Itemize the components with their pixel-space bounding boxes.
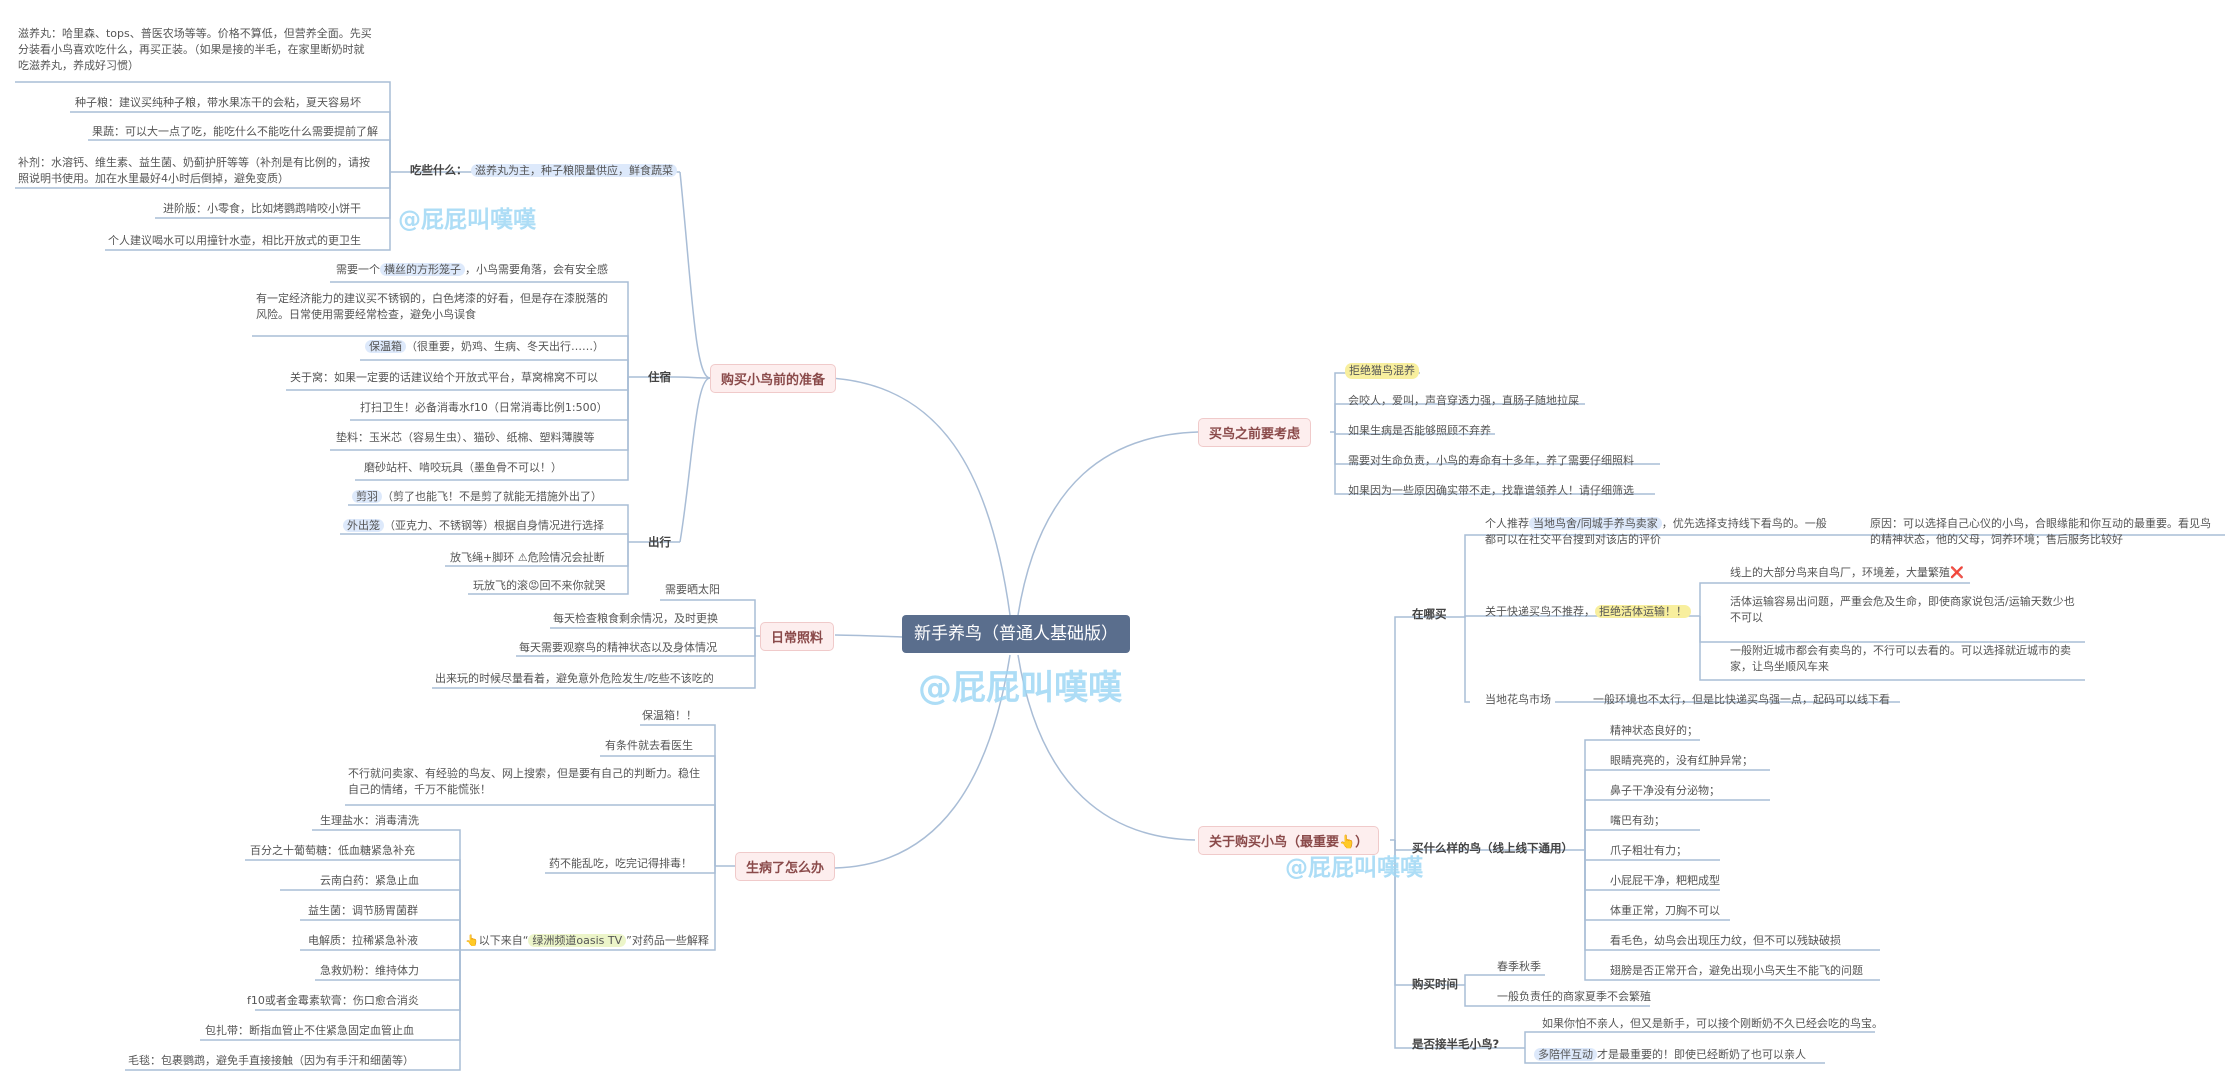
eat-item[interactable]: 种子粮：建议买纯种子粮，带水果冻干的会粘，夏天容易坏 [75, 96, 361, 109]
what-item[interactable]: 翅膀是否正常开合，避免出现小鸟天生不能飞的问题 [1610, 964, 1863, 977]
where-reason[interactable]: 原因：可以选择自己心仪的小鸟，合眼缘能和你互动的最重要。看见鸟的精神状态，他的父… [1870, 517, 2211, 546]
express-item[interactable]: 一般附近城市都会有卖鸟的，不行可以去看的。可以选择就近城市的卖家，让鸟坐顺风车来 [1730, 644, 2071, 673]
what-item[interactable]: 鼻子干净没有分泌物； [1610, 784, 1720, 797]
consider-item[interactable]: 需要对生命负责，小鸟的寿命有十多年，养了需要仔细照料 [1348, 454, 1634, 467]
what-item[interactable]: 体重正常，刀胸不可以 [1610, 904, 1720, 917]
half-label[interactable]: 是否接半毛小鸟? [1412, 1037, 1500, 1051]
when-item[interactable]: 春季秋季 [1497, 960, 1541, 973]
consider-item[interactable]: 如果因为一些原因确实带不走，找靠谱领养人！请仔细筛选 [1348, 484, 1634, 497]
live-item[interactable]: 垫料：玉米芯（容易生虫）、猫砂、纸棉、塑料薄膜等 [336, 431, 595, 444]
what-item[interactable]: 看毛色，幼鸟会出现压力纹，但不可以残缺破损 [1610, 934, 1841, 947]
when-label[interactable]: 购买时间 [1412, 977, 1458, 991]
daily-item[interactable]: 每天检查粮食剩余情况，及时更换 [553, 612, 718, 625]
eat-summary: 滋养丸为主，种子粮限量供应，鲜食蔬菜 [471, 164, 677, 177]
consider-item[interactable]: 会咬人，爱叫，声音穿透力强，直肠子随地拉屎 [1348, 394, 1579, 407]
branch-sick[interactable]: 生病了怎么办 [735, 852, 836, 881]
where-label[interactable]: 在哪买 [1412, 607, 1447, 621]
med-item[interactable]: 云南白药：紧急止血 [320, 874, 419, 887]
what-label[interactable]: 买什么样的鸟（线上线下通用） [1412, 841, 1573, 855]
daily-item[interactable]: 需要晒太阳 [665, 583, 720, 596]
consider-item[interactable]: 如果生病是否能够照顾不弃养 [1348, 424, 1491, 437]
eat-item[interactable]: 个人建议喝水可以用撞针水壶，相比开放式的更卫生 [108, 234, 361, 247]
out-item[interactable]: 外出笼（亚克力、不锈钢等）根据自身情况进行选择 [343, 518, 604, 534]
where-express[interactable]: 关于快递买鸟不推荐，拒绝活体运输！！ [1485, 604, 1691, 620]
eat-label: 吃些什么： [410, 163, 468, 177]
med-item[interactable]: 毛毯：包裹鹦鹉，避免手直接接触（因为有手汗和细菌等） [128, 1054, 414, 1067]
live-item[interactable]: 打扫卫生！必备消毒水f10（日常消毒比例1:500） [360, 401, 608, 414]
med-label-node[interactable]: 👆以下来自“绿洲频道oasis TV”对药品一些解释 [465, 934, 709, 947]
branch-prep[interactable]: 购买小鸟前的准备 [710, 364, 837, 393]
branch-consider[interactable]: 买鸟之前要考虑 [1198, 418, 1312, 447]
sick-item[interactable]: 不行就问卖家、有经验的鸟友、网上搜索，但是要有自己的判断力。稳住自己的情绪，千万… [348, 767, 700, 796]
med-item[interactable]: f10或者金霉素软膏：伤口愈合消炎 [247, 994, 419, 1007]
eat-label-node[interactable]: 吃些什么： 滋养丸为主，种子粮限量供应，鲜食蔬菜 [410, 162, 677, 179]
med-item[interactable]: 百分之十葡萄糖：低血糖紧急补充 [250, 844, 415, 857]
out-item[interactable]: 剪羽（剪了也能飞！不是剪了就能无措施外出了） [352, 489, 602, 505]
watermark: @屁屁叫嘆嘆 [1285, 855, 1423, 881]
half-item[interactable]: 多陪伴互动才是最重要的！即使已经断奶了也可以亲人 [1534, 1047, 1806, 1063]
live-item[interactable]: 有一定经济能力的建议买不锈钢的，白色烤漆的好看，但是存在漆脱落的风险。日常使用需… [256, 292, 608, 321]
half-item[interactable]: 如果你怕不亲人，但又是新手，可以接个刚断奶不久已经会吃的鸟宝。 [1542, 1017, 1883, 1030]
eat-item[interactable]: 进阶版：小零食，比如烤鹦鹉啃咬小饼干 [163, 202, 361, 215]
daily-item[interactable]: 每天需要观察鸟的精神状态以及身体情况 [519, 641, 717, 654]
express-item[interactable]: 线上的大部分鸟来自鸟厂，环境差，大量繁殖❌ [1730, 566, 1964, 579]
sick-item[interactable]: 有条件就去看医生 [605, 739, 693, 752]
what-item[interactable]: 眼睛亮亮的，没有红肿异常； [1610, 754, 1753, 767]
sick-item[interactable]: 药不能乱吃，吃完记得排毒！ [549, 857, 692, 870]
live-item[interactable]: 保温箱（很重要，奶鸡、生病、冬天出行……） [365, 339, 604, 355]
watermark: @屁屁叫嘆嘆 [398, 207, 536, 233]
what-item[interactable]: 精神状态良好的； [1610, 724, 1698, 737]
watermark: @屁屁叫嘆嘆 [918, 668, 1122, 708]
where-market[interactable]: 当地花鸟市场 [1485, 693, 1551, 706]
where-local[interactable]: 个人推荐当地鸟舍/同城手养鸟卖家，优先选择支持线下看鸟的。一般都可以在社交平台搜… [1485, 517, 1827, 546]
where-market-note[interactable]: 一般环境也不太行，但是比快递买鸟强一点，起码可以线下看 [1593, 693, 1890, 706]
eat-item[interactable]: 滋养丸：哈里森、tops、普医农场等等。价格不算低，但营养全面。先买分装看小鸟喜… [18, 27, 372, 72]
eat-item[interactable]: 果蔬：可以大一点了吃，能吃什么不能吃什么需要提前了解 [92, 125, 378, 138]
what-item[interactable]: 小屁屁干净，粑粑成型 [1610, 874, 1720, 887]
root-topic[interactable]: 新手养鸟（普通人基础版） [902, 615, 1130, 653]
out-item[interactable]: 放飞绳+脚环 ⚠危险情况会扯断 [450, 551, 605, 564]
out-label[interactable]: 出行 [648, 535, 671, 549]
what-item[interactable]: 爪子粗壮有力； [1610, 844, 1687, 857]
live-label[interactable]: 住宿 [648, 370, 671, 384]
branch-daily[interactable]: 日常照料 [760, 622, 835, 651]
sick-item[interactable]: 保温箱！！ [642, 709, 697, 722]
when-item[interactable]: 一般负责任的商家夏季不会繁殖 [1497, 990, 1651, 1003]
express-item[interactable]: 活体运输容易出问题，严重会危及生命，即使商家说包活/运输天数少也不可以 [1730, 595, 2075, 624]
what-item[interactable]: 嘴巴有劲； [1610, 814, 1665, 827]
eat-item[interactable]: 补剂：水溶钙、维生素、益生菌、奶蓟护肝等等（补剂是有比例的，请按照说明书使用。加… [18, 156, 370, 185]
live-item[interactable]: 需要一个横丝的方形笼子，小鸟需要角落，会有安全感 [336, 263, 608, 276]
med-item[interactable]: 急救奶粉：维持体力 [320, 964, 419, 977]
live-item[interactable]: 关于窝：如果一定要的话建议给个开放式平台，草窝棉窝不可以 [290, 371, 598, 384]
med-item[interactable]: 生理盐水：消毒清洗 [320, 814, 419, 827]
daily-item[interactable]: 出来玩的时候尽量看着，避免意外危险发生/吃些不该吃的 [435, 672, 714, 685]
med-item[interactable]: 包扎带：断指血管止不住紧急固定血管止血 [205, 1024, 414, 1037]
med-item[interactable]: 益生菌：调节肠胃菌群 [308, 904, 418, 917]
live-item[interactable]: 磨砂站杆、啃咬玩具（墨鱼骨不可以！） [364, 461, 562, 474]
branch-buy[interactable]: 关于购买小鸟（最重要👆） [1198, 826, 1380, 855]
consider-item[interactable]: 拒绝猫鸟混养 [1345, 363, 1419, 379]
med-item[interactable]: 电解质：拉稀紧急补液 [308, 934, 418, 947]
out-item[interactable]: 玩放飞的滚😡回不来你就哭 [473, 579, 606, 592]
